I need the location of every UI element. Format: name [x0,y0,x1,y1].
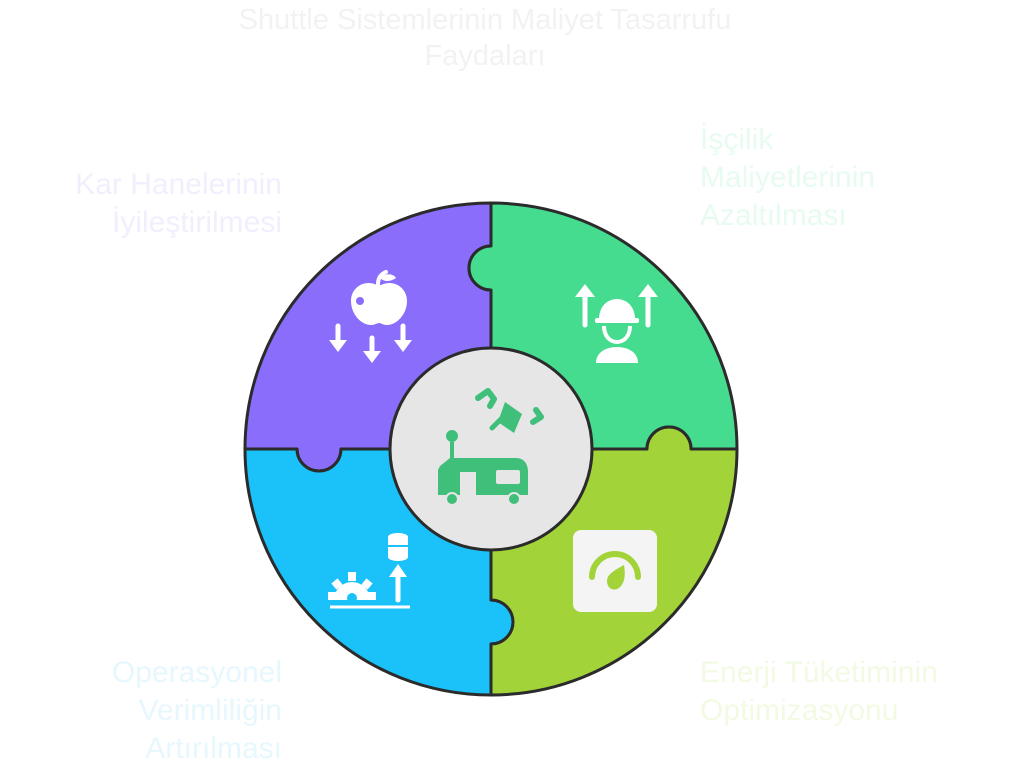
label-bottom-left-line-3: Artırılması [145,732,282,765]
center-circle [388,346,594,552]
label-top-right-line-1: İşçilik [700,123,774,156]
apple-falling-arrows-icon [329,270,412,363]
title-line-2: Faydaları [424,40,546,72]
worker-up-arrows-icon [575,284,658,363]
label-top-left-line-2: İyileştirilmesi [111,206,282,239]
diagram-title: Shuttle Sistemlerinin Maliyet Tasarrufu … [170,2,800,74]
label-top-right: İşçilik Maliyetlerinin Azaltılması [700,121,960,235]
label-top-right-line-2: Maliyetlerinin [700,161,876,194]
shuttle-vehicle-icon [438,388,544,506]
label-bottom-left-line-1: Operasyonel [111,656,282,689]
label-bottom-right: Enerji Tüketiminin Optimizasyonu [700,654,1000,730]
gauge-drop-icon [573,530,657,612]
label-bottom-right-line-1: Enerji Tüketiminin [700,656,938,689]
label-bottom-left-line-2: Verimliliğin [138,694,282,727]
label-top-right-line-3: Azaltılması [700,199,847,232]
label-bottom-left: Operasyonel Verimliliğin Artırılması [30,654,282,768]
label-top-left-line-1: Kar Hanelerinin [75,168,282,201]
label-top-left: Kar Hanelerinin İyileştirilmesi [30,166,282,242]
label-bottom-right-line-2: Optimizasyonu [700,694,899,727]
title-line-1: Shuttle Sistemlerinin Maliyet Tasarrufu [238,4,732,36]
gear-database-arrow-icon [328,533,410,609]
